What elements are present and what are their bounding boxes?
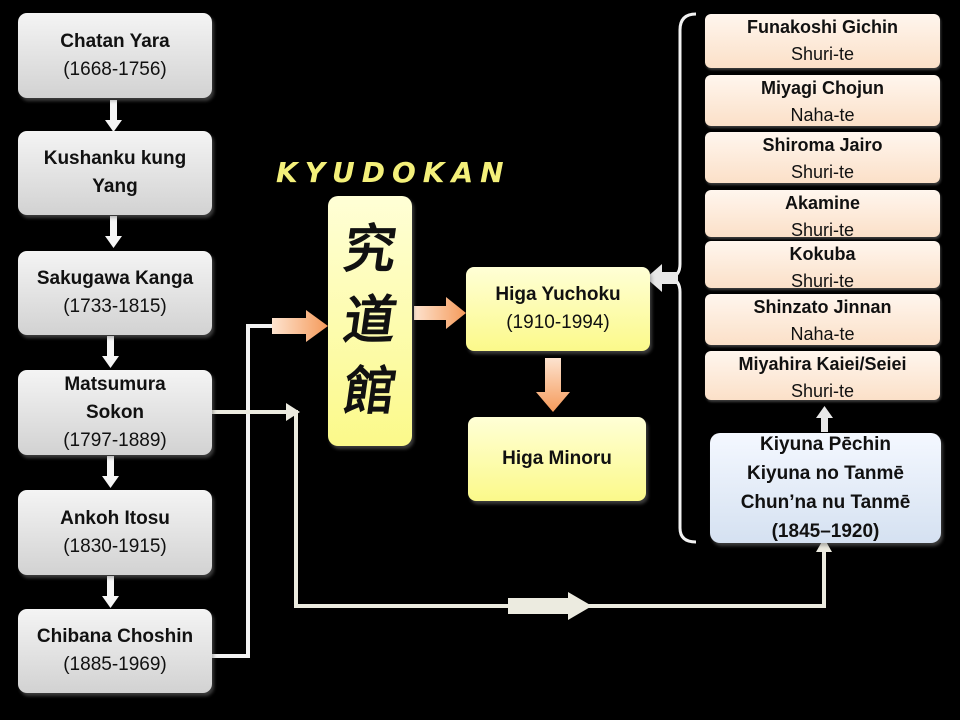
lineage-box-matsumura-sokon: Matsumura Sokon (1797-1889) [18, 370, 212, 455]
connector-mid-arrow [508, 592, 592, 620]
arrow-kiyuna-to-miyahira [816, 406, 833, 432]
lineage-box-chibana-choshin: Chibana Choshin (1885-1969) [18, 609, 212, 693]
kanji-character: 道 [339, 289, 401, 351]
lineage-dates: (1797-1889) [63, 429, 167, 451]
student-style: Shuri-te [790, 271, 855, 291]
arrow-matsumura-to-itosu [102, 456, 119, 488]
kanji-character: 館 [339, 361, 401, 423]
student-box-akamine: Akamine Shuri-te [705, 190, 940, 240]
lineage-dates: (1830-1915) [63, 535, 167, 557]
lineage-box-sakugawa-kanga: Sakugawa Kanga (1733-1815) [18, 251, 212, 335]
student-style: Shuri-te [790, 162, 855, 182]
lineage-name: Ankoh Itosu [60, 507, 170, 529]
lineage-box-ankoh-itosu: Ankoh Itosu (1830-1915) [18, 490, 212, 575]
arrow-kyudokan-to-higa-yuchoku [414, 297, 466, 329]
student-box-funakoshi-gichin: Funakoshi Gichin Shuri-te [705, 14, 940, 68]
lineage-box-kushanku: Kushanku kung Yang [18, 131, 212, 215]
kiyuna-line: Kiyuna Pēchin [760, 434, 891, 455]
kanji-character: 究 [339, 218, 401, 280]
student-box-kokuba: Kokuba Shuri-te [705, 241, 940, 291]
lineage-arrows [102, 100, 122, 608]
higa-yuchoku-box: Higa Yuchoku (1910-1994) [466, 267, 650, 351]
kiyuna-line: Kiyuna no Tanmē [747, 463, 904, 484]
kyudokan-kanji-box: 究 道 館 [328, 196, 412, 446]
student-style: Naha-te [790, 105, 855, 125]
arrow-sakugawa-to-matsumura [102, 336, 119, 368]
arrow-itosu-to-chibana [102, 576, 119, 608]
student-style: Naha-te [790, 324, 855, 344]
connector-matsumura-to-kiyuna [212, 410, 826, 608]
kyudokan-title: KYUDOKAN [276, 156, 511, 189]
lineage-box-chatan-yara: Chatan Yara (1668-1756) [18, 13, 212, 98]
higa-minoru-box: Higa Minoru [468, 417, 646, 501]
student-box-miyahira-kaiei: Miyahira Kaiei/Seiei Shuri-te [705, 351, 940, 401]
connector-chibana-to-kyudokan [212, 310, 328, 658]
student-name: Miyahira Kaiei/Seiei [738, 354, 907, 374]
higa-yuchoku-name: Higa Yuchoku [495, 284, 621, 305]
student-box-shiroma-jairo: Shiroma Jairo Shuri-te [705, 132, 940, 183]
arrow-bracket-to-higa-yuchoku [646, 264, 678, 292]
lineage-name: Matsumura Sokon [64, 373, 166, 423]
kiyuna-line: Chun’na nu Tanmē [740, 492, 911, 513]
arrow-kushanku-to-sakugawa [105, 216, 122, 248]
lineage-name: Sakugawa Kanga [36, 268, 194, 289]
student-style: Shuri-te [790, 381, 855, 401]
arrow-chatan-to-kushanku [105, 100, 122, 132]
connector-arrowhead-up [816, 538, 832, 552]
lineage-dates: (1668-1756) [63, 58, 167, 80]
lineage-name: Chibana Choshin [36, 626, 194, 647]
higa-yuchoku-dates: (1910-1994) [506, 312, 610, 333]
student-style: Shuri-te [790, 44, 855, 64]
kiyuna-line: (1845–1920) [771, 521, 880, 542]
student-style: Shuri-te [790, 220, 855, 240]
student-name: Miyagi Chojun [761, 78, 884, 98]
student-name: Shiroma Jairo [762, 135, 883, 155]
student-name: Shinzato Jinnan [753, 297, 892, 317]
lineage-dates: (1885-1969) [63, 654, 167, 675]
student-name: Kokuba [789, 244, 856, 264]
lineage-name: Kushanku kung Yang [43, 148, 187, 197]
lineage-name: Chatan Yara [60, 30, 170, 52]
student-name: Akamine [784, 193, 861, 213]
kiyuna-box: Kiyuna Pēchin Kiyuna no Tanmē Chun’na nu… [710, 433, 941, 543]
connector-arrowhead-right [286, 403, 300, 421]
student-box-shinzato-jinnan: Shinzato Jinnan Naha-te [705, 294, 940, 345]
student-box-miyagi-chojun: Miyagi Chojun Naha-te [705, 75, 940, 126]
higa-minoru-name: Higa Minoru [502, 448, 612, 469]
lineage-dates: (1733-1815) [63, 296, 167, 317]
student-name: Funakoshi Gichin [746, 17, 898, 37]
arrow-yuchoku-to-minoru [536, 358, 570, 412]
